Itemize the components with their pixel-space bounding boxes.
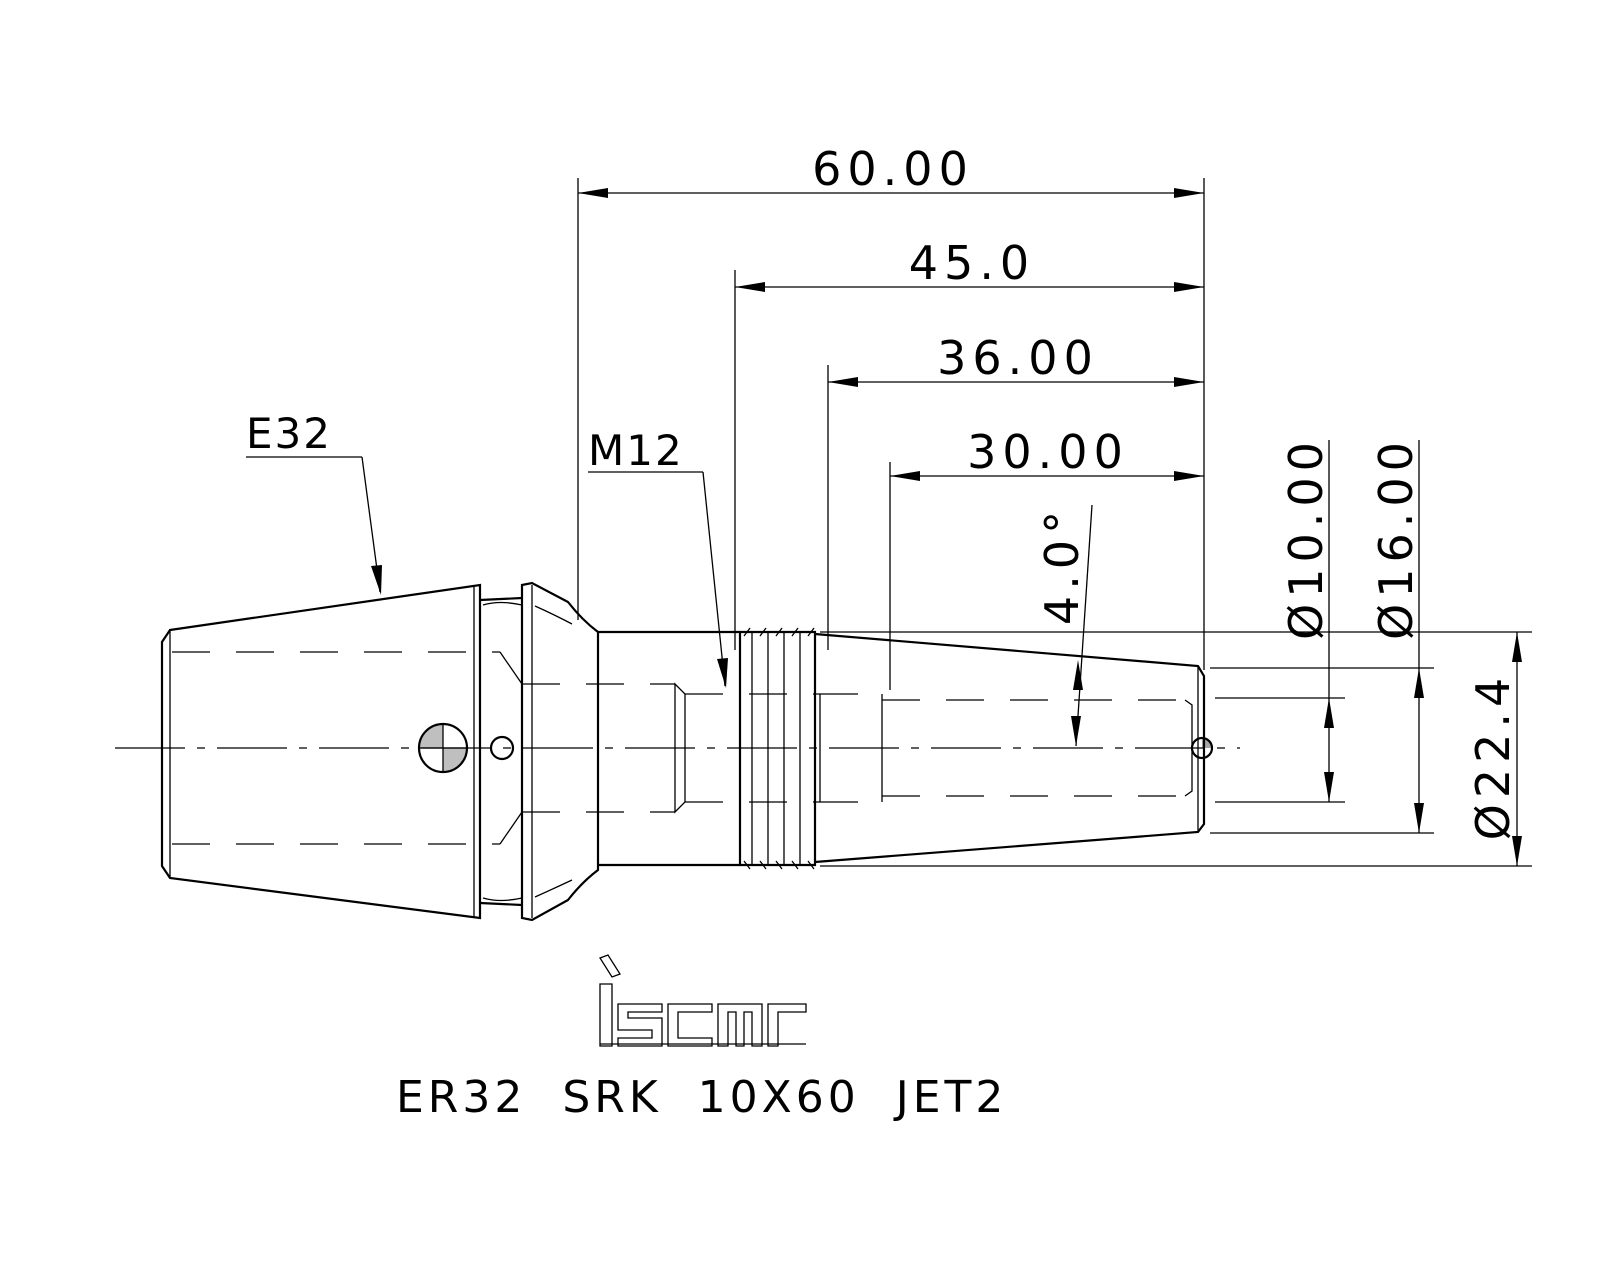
dim-30-text: 30.00: [967, 425, 1129, 479]
dia-16-text: Ø16.00: [1369, 436, 1423, 640]
iscar-logo: iscar: [599, 954, 807, 1047]
tapered-nose: [814, 632, 1206, 864]
part-number-title: ER32 SRK 10X60 JET2: [396, 1072, 1007, 1123]
part-outline: [160, 581, 1206, 922]
dia-22-text: Ø22.4: [1466, 672, 1520, 841]
collet-taper-body: [160, 583, 482, 920]
coolant-holes: [417, 722, 1214, 774]
dia-22: Ø22.4: [1466, 632, 1522, 866]
flange-ring: [520, 581, 600, 922]
angle-text: 4.0°: [1035, 505, 1089, 625]
hidden-lines: [172, 651, 1193, 845]
dia-10-text: Ø10.00: [1279, 436, 1333, 640]
dim-36: 36.00: [828, 331, 1204, 387]
dim-60-text: 60.00: [812, 142, 974, 196]
callout-m12-text: M12: [588, 426, 684, 475]
dim-30: 30.00: [890, 425, 1204, 481]
dim-36-text: 36.00: [937, 331, 1099, 385]
callout-e32-text: E32: [246, 409, 332, 458]
dia-10: Ø10.00: [1279, 436, 1334, 802]
callout-e32: E32: [246, 409, 382, 595]
dim-60: 60.00: [578, 142, 1204, 198]
length-dimensions: 60.00 45.0 36.00 30.00: [577, 142, 1205, 690]
diameter-dimensions: Ø10.00 Ø16.00 Ø22.4: [820, 436, 1532, 867]
collet-gap: [479, 596, 523, 907]
angle-dimension: 4.0°: [1035, 505, 1093, 747]
dim-45-text: 45.0: [909, 236, 1035, 290]
callout-m12: M12: [588, 426, 728, 688]
dia-16: Ø16.00: [1369, 436, 1424, 833]
dim-45: 45.0: [735, 236, 1204, 292]
